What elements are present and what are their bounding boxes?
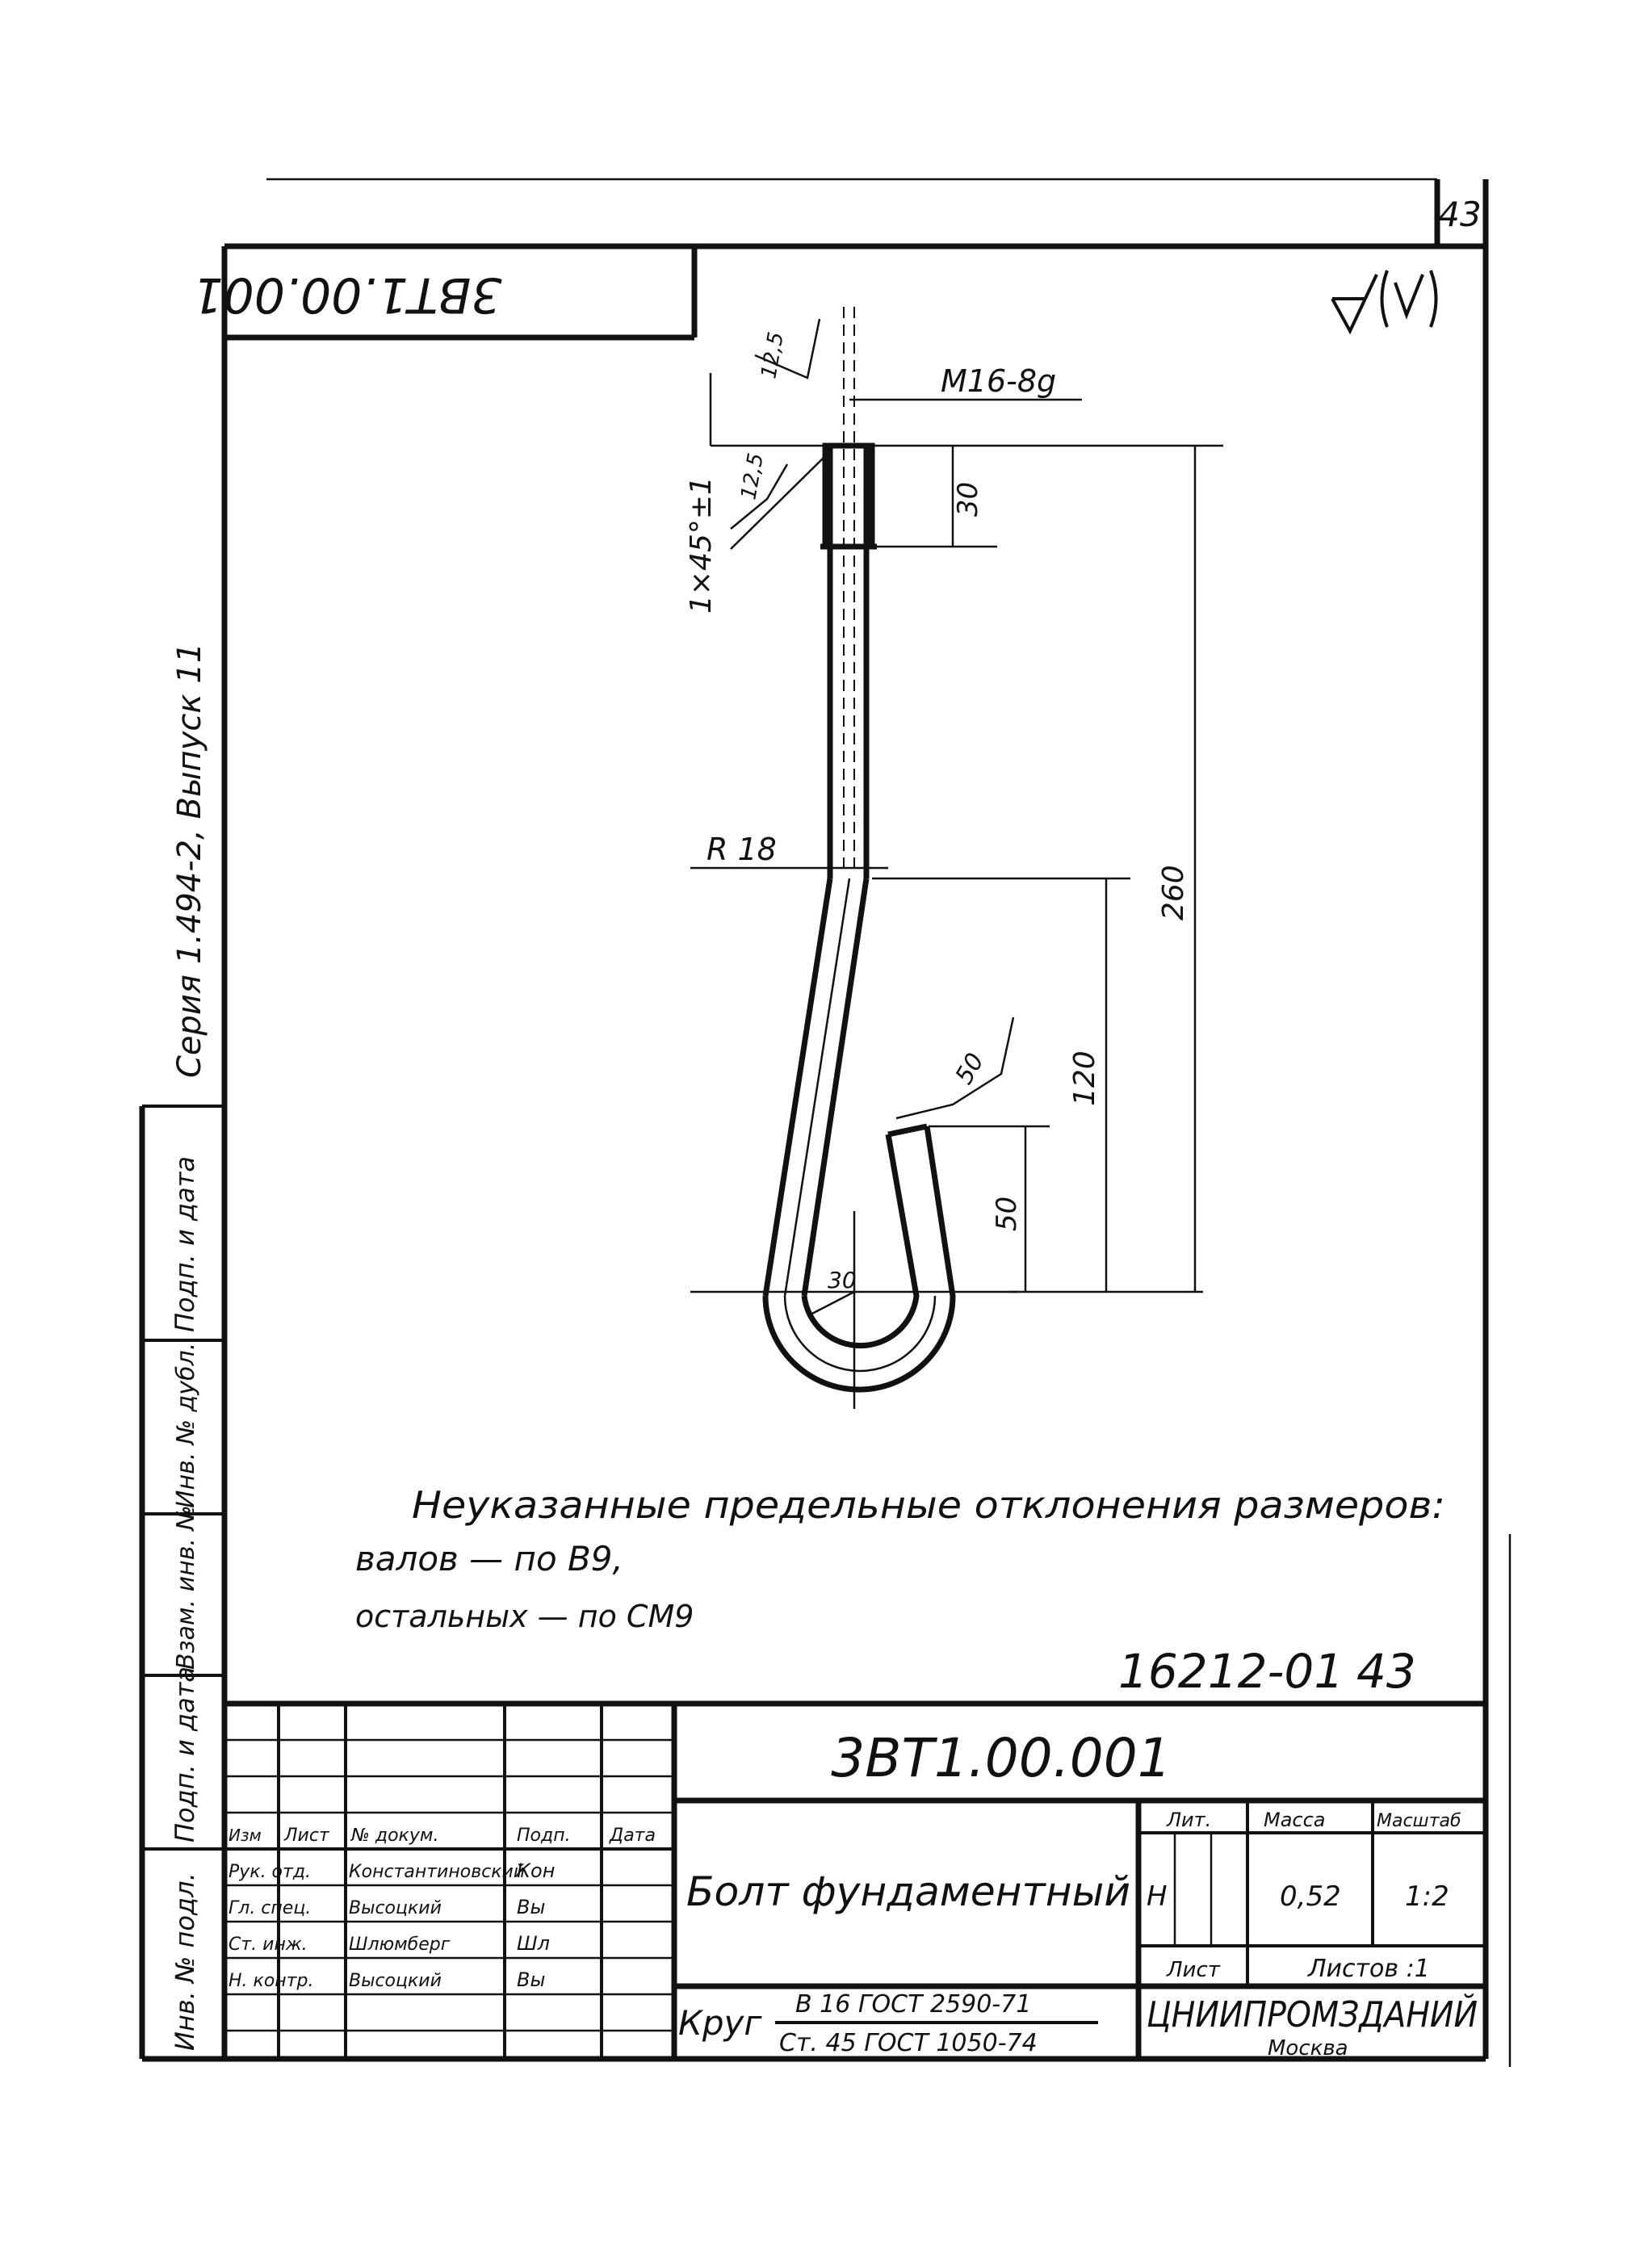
mirrored-code-box: 3ВТ1.00.001 (192, 246, 698, 341)
row-role: Рук. отд. (229, 1862, 311, 1882)
material-bottom: Ст. 45 ГОСТ 1050-74 (779, 2029, 1038, 2057)
hook-radius-label: 30 (828, 1267, 857, 1293)
bend-radius-label: R 18 (706, 832, 777, 867)
scale-value: 1:2 (1405, 1880, 1449, 1913)
header-col-date: Дата (609, 1826, 656, 1846)
row-role: Гл. спец. (229, 1898, 311, 1918)
roughness-chamfer: 12,5 (736, 451, 769, 501)
stamp-orig-inv: Инв. № подл. (170, 1872, 200, 2051)
note-line-3: остальных — по СМ9 (355, 1599, 694, 1634)
header-col-sheet: Лист (283, 1826, 330, 1846)
mass-value: 0,52 (1280, 1880, 1341, 1913)
org-name: ЦНИИПРОМЗДАНИЙ (1147, 1993, 1478, 2035)
total-length-dimension: 260 (1157, 865, 1190, 920)
row-sign: Кон (517, 1859, 555, 1882)
sheets-label: Листов :1 (1307, 1955, 1430, 1983)
row-role: Н. контр. (229, 1971, 313, 1991)
scale-label: Масштаб (1377, 1811, 1461, 1831)
lit-label: Лит. (1166, 1809, 1211, 1831)
row-name: Шлюмберг (349, 1935, 451, 1955)
roughness-symbol (1331, 270, 1438, 335)
header-col-doc-no: № докум. (350, 1826, 438, 1846)
part-name: Болт фундаментный (686, 1868, 1130, 1915)
dimensions: М16-8g 12,5 12,5 1×45°±1 30 260 R 18 120… (685, 318, 1223, 1318)
tip-roughness: 50 (950, 1048, 990, 1089)
material-prefix: Круг (678, 2003, 762, 2043)
series-label: Серия 1.494-2, Выпуск 11 (171, 643, 208, 1078)
row-sign: Вы (517, 1896, 545, 1918)
title-block (224, 1700, 1486, 2059)
signature-rows: Рук. отд. Константиновский Кон Гл. спец.… (229, 1859, 555, 1991)
stamp-repl-inv: Взам. инв. № (172, 1505, 200, 1670)
row-name: Высоцкий (349, 1898, 442, 1918)
notes: Неуказанные предельные отклонения размер… (355, 1483, 1445, 1634)
lit-value: Н (1147, 1880, 1168, 1913)
chamfer-dimension: 1×45°±1 (685, 476, 718, 614)
sheet-number: 43 (1438, 195, 1481, 234)
stamp-sign-date-2: Подп. и дата (170, 1666, 200, 1842)
thread-length-dimension: 30 (952, 482, 984, 517)
row-sign: Вы (517, 1968, 545, 1991)
mass-label: Масса (1264, 1809, 1326, 1831)
title-block-code: 3ВТ1.00.001 (831, 1727, 1172, 1789)
side-stamps: Серия 1.494-2, Выпуск 11 Подп. и дата Ин… (170, 643, 208, 2051)
material-top: В 16 ГОСТ 2590-71 (795, 1990, 1031, 2019)
header-col-sign: Подп. (517, 1826, 571, 1846)
stamp-sign-date-1: Подп. и дата (170, 1156, 200, 1332)
bolt-drawing (690, 307, 1017, 1409)
header-col-change: Изм (229, 1826, 262, 1845)
title-block-header: Изм Лист № докум. Подп. Дата (229, 1826, 656, 1846)
doc-number: 16212-01 (1118, 1644, 1344, 1699)
note-line-2: валов — по В9, (355, 1539, 623, 1578)
sheet-label: Лист (1166, 1958, 1221, 1982)
row-role: Ст. инж. (229, 1935, 308, 1955)
mirrored-code: 3ВТ1.00.001 (192, 266, 501, 323)
tip-length-dimension: 50 (991, 1197, 1023, 1231)
thread-dimension: М16-8g (941, 363, 1056, 399)
stamp-dup-inv: Инв. № дубл. (172, 1343, 200, 1508)
row-sign: Шл (517, 1932, 550, 1955)
doc-page: 43 (1356, 1644, 1416, 1699)
roughness-top: 12,5 (757, 330, 789, 380)
org-city: Москва (1268, 2036, 1348, 2060)
row-name: Константиновский (349, 1862, 525, 1882)
note-line-1: Неуказанные предельные отклонения размер… (412, 1483, 1445, 1527)
sheet-frame (139, 178, 1489, 2062)
hook-height-dimension: 120 (1068, 1050, 1101, 1106)
row-name: Высоцкий (349, 1971, 442, 1991)
